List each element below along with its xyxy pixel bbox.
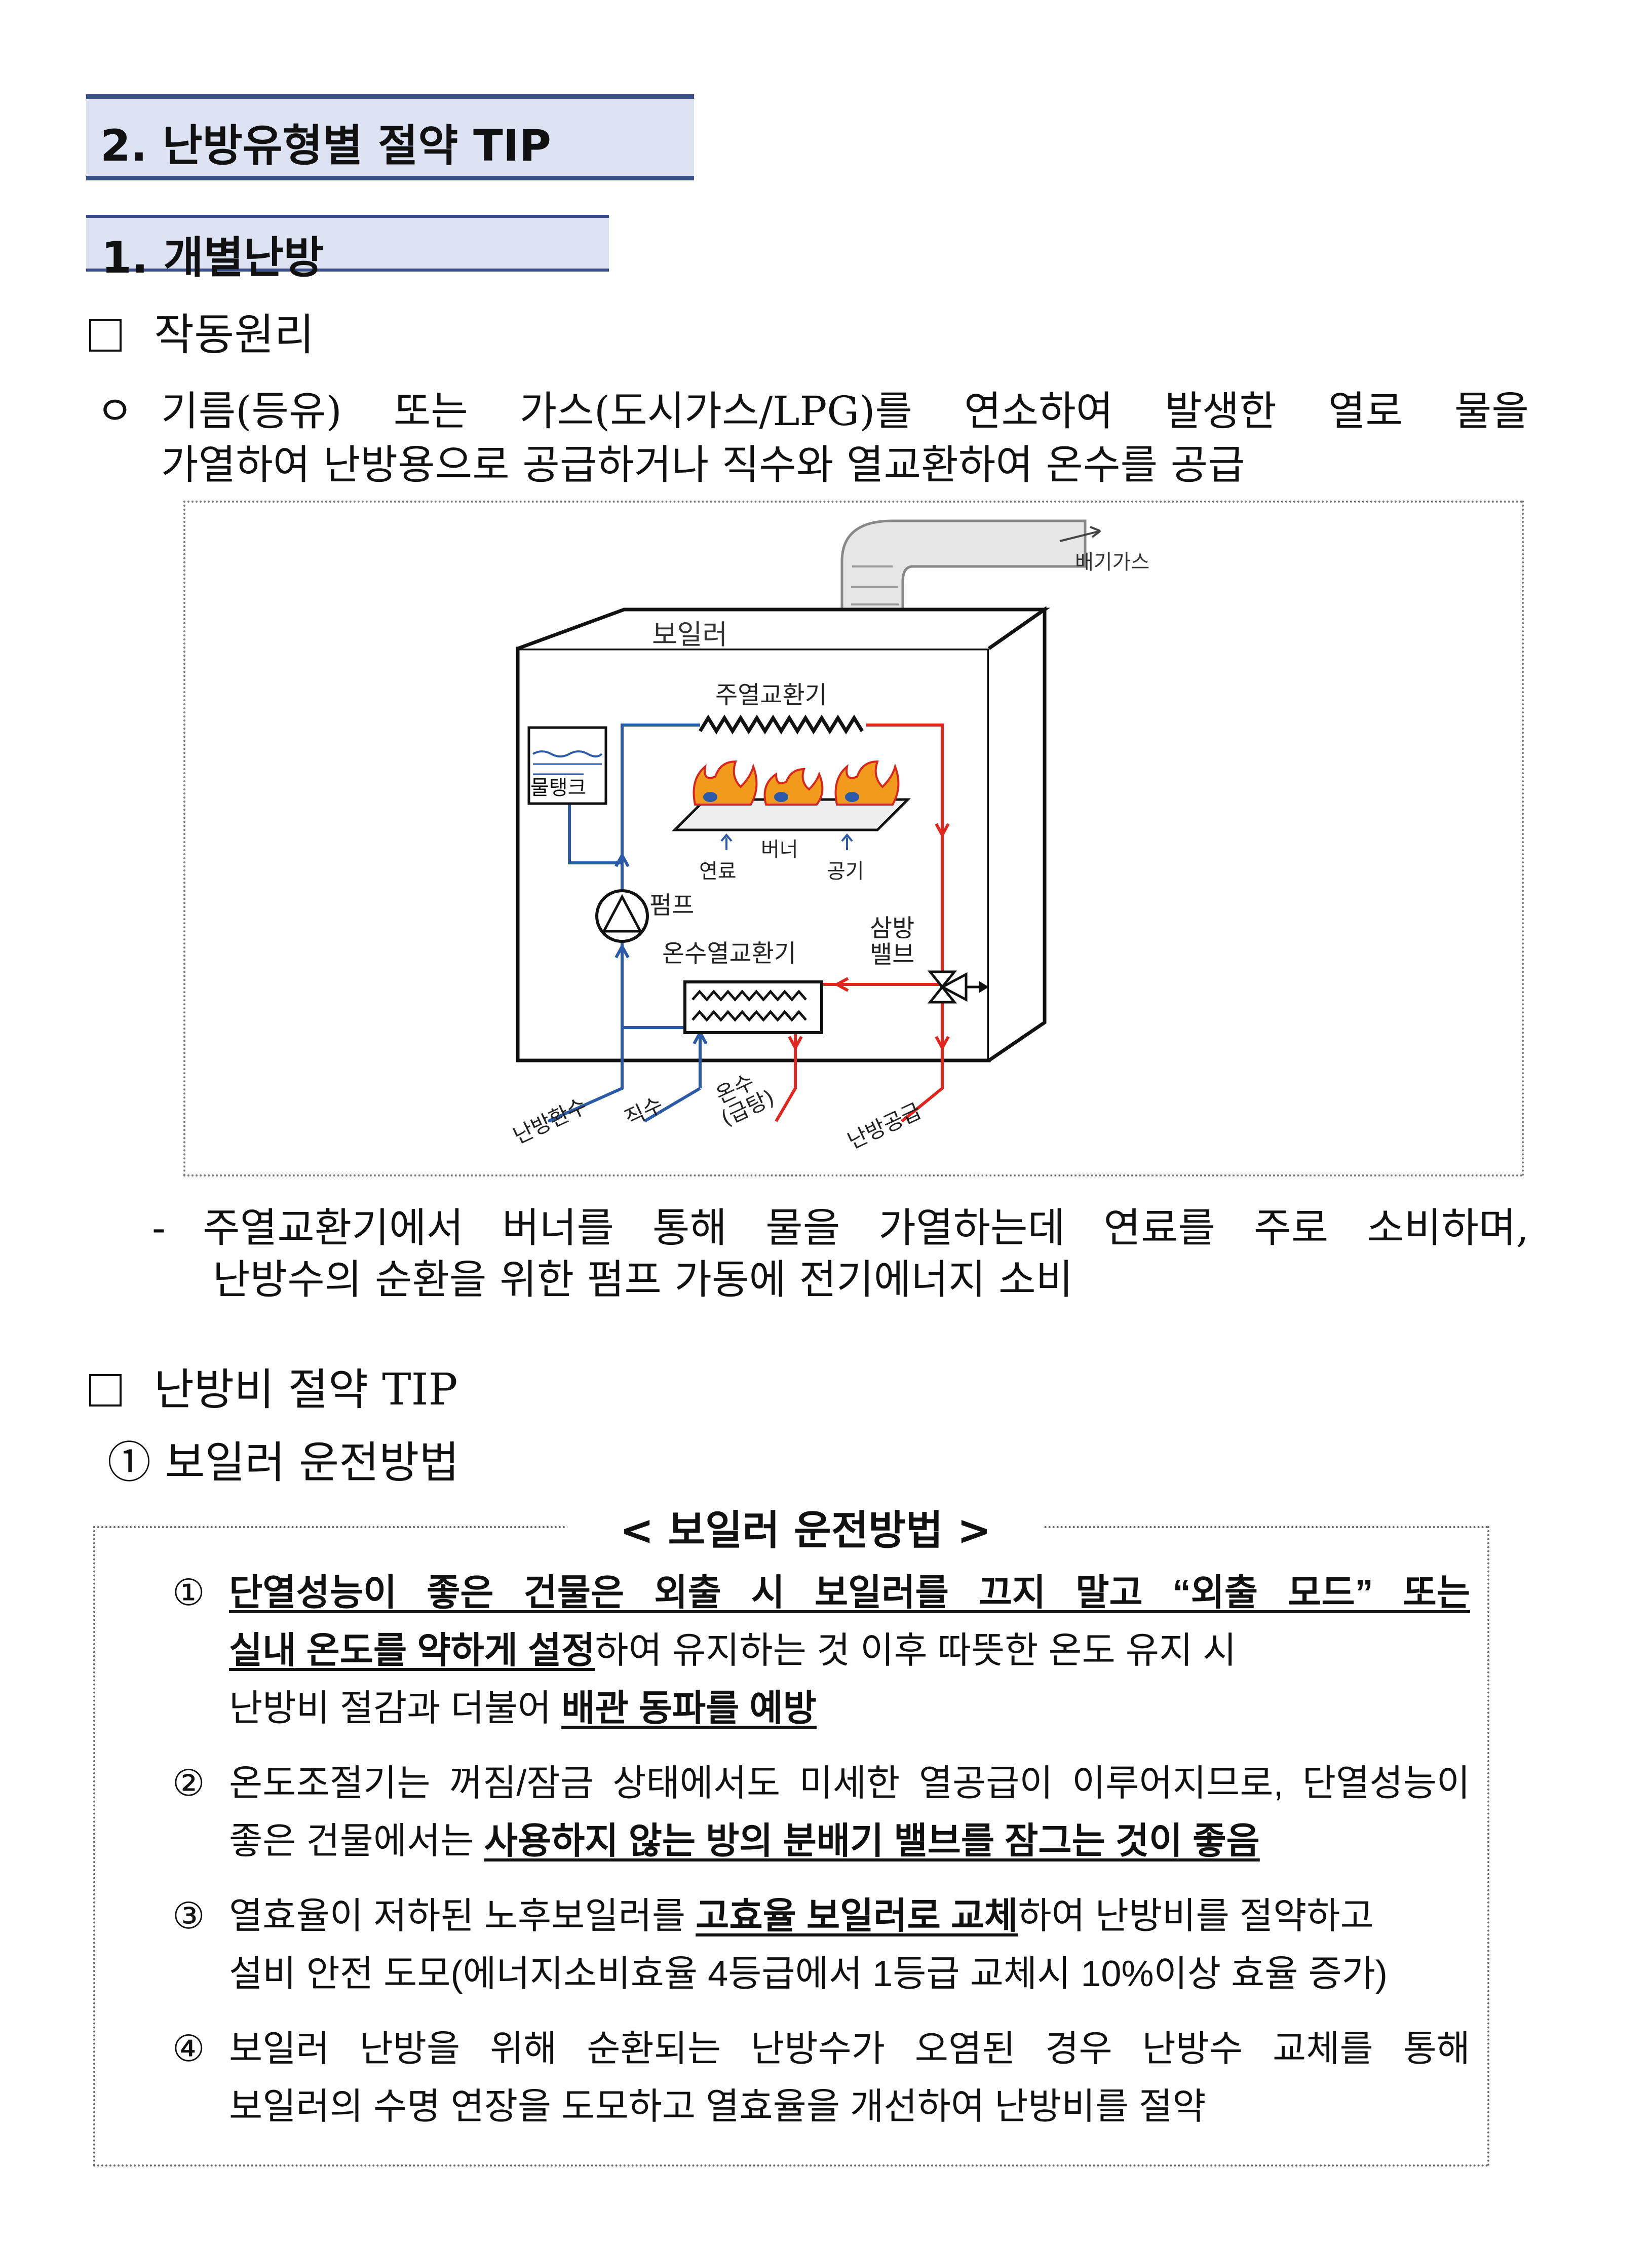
- label-direct-water: 직수: [621, 1092, 667, 1131]
- label-exhaust: 배기가스: [1075, 551, 1149, 574]
- note-line-1: 주열교환기에서 버너를 통해 물을 가열하는데 연료를 주로 소비하며,: [203, 1204, 1529, 1251]
- cold-pipes: [547, 724, 708, 1123]
- tip-4-line-1: 보일러 난방을 위해 순환되는 난방수가 오염된 경우 난방수 교체를 통해: [229, 2029, 1470, 2069]
- main-heading: 2. 난방유형별 절약 TIP: [86, 94, 694, 180]
- boiler-box: [516, 606, 1051, 1062]
- exhaust-arrow-icon: [1059, 526, 1101, 542]
- label-heating-supply: 난방공급: [844, 1098, 926, 1154]
- label-water-tank: 물탱크: [530, 776, 586, 800]
- para-line-1: 기름(등유) 또는 가스(도시가스/LPG)를 연소하여 발생한 열로 물을: [161, 388, 1529, 435]
- tip-2-number: ②: [172, 1763, 205, 1804]
- label-fuel: 연료: [699, 860, 737, 883]
- air-arrow-icon: [841, 833, 853, 850]
- pump-icon: [595, 889, 649, 943]
- label-boiler: 보일러: [652, 619, 727, 651]
- burner-icon: [671, 760, 911, 831]
- sub-heading-text: 1. 개별난방: [101, 233, 324, 283]
- fuel-arrow-icon: [720, 833, 733, 850]
- tip-1-line-3: 난방비 절감과 더불어 배관 동파를 예방: [229, 1688, 817, 1729]
- tip-1-line-2: 실내 온도를 약하게 설정하여 유지하는 것 이후 따뜻한 온도 유지 시: [229, 1630, 1237, 1671]
- tip-box-title: < 보일러 운전방법 >: [567, 1508, 1044, 1553]
- label-three-way-2: 밸브: [870, 940, 914, 969]
- flame-icon: [693, 760, 900, 806]
- section1-title: 작동원리: [154, 310, 315, 360]
- three-way-valve-icon: [927, 970, 989, 1004]
- checkbox-icon: [89, 319, 122, 352]
- label-burner: 버너: [761, 838, 798, 861]
- section2-sub: ① 보일러 운전방법: [107, 1437, 459, 1488]
- main-hx-coil-icon: [699, 714, 864, 735]
- exhaust-pipe-icon: [840, 519, 1087, 623]
- label-main-hx: 주열교환기: [715, 681, 827, 709]
- section2-title: 난방비 절약 TIP: [154, 1364, 458, 1415]
- tip-4-line-2: 보일러의 수명 연장을 도모하고 열효율을 개선하여 난방비를 절약: [229, 2086, 1206, 2127]
- bullet-marker: ㅇ: [96, 388, 134, 435]
- boiler-diagram-frame: [183, 501, 1524, 1176]
- note-dash: -: [152, 1204, 166, 1251]
- label-hot-water-hx: 온수열교환기: [662, 939, 796, 968]
- hot-water-hx-icon: [683, 980, 823, 1034]
- hot-pipes: [775, 724, 950, 1123]
- tip-3-line-1: 열효율이 저하된 노후보일러를 고효율 보일러로 교체하여 난방비를 절약하고: [229, 1896, 1374, 1936]
- note-line-2: 난방수의 순환을 위한 펌프 가동에 전기에너지 소비: [213, 1256, 1073, 1303]
- tip-1-line-1: 단열성능이 좋은 건물은 외출 시 보일러를 끄지 말고 “외출 모드” 또는: [229, 1573, 1470, 1613]
- tip-3-line-2: 설비 안전 도모(에너지소비효율 4등급에서 1등급 교체시 10%이상 효율 …: [229, 1954, 1388, 1994]
- tip-2-line-2: 좋은 건물에서는 사용하지 않는 방의 분배기 밸브를 잠그는 것이 좋음: [229, 1821, 1260, 1861]
- checkbox-icon: [89, 1374, 122, 1407]
- main-heading-text: 2. 난방유형별 절약 TIP: [100, 121, 551, 171]
- tip-4-number: ④: [172, 2029, 205, 2069]
- label-three-way-1: 삼방: [870, 914, 914, 942]
- tip-3-number: ③: [172, 1896, 205, 1936]
- tip-2-line-1: 온도조절기는 꺼짐/잠금 상태에서도 미세한 열공급이 이루어지므로, 단열성능…: [229, 1763, 1470, 1804]
- label-air: 공기: [827, 860, 864, 883]
- water-tank-icon: [527, 726, 607, 805]
- label-heating-return: 난방환수: [510, 1093, 591, 1149]
- label-pump: 펌프: [649, 891, 694, 920]
- para-line-2: 가열하여 난방용으로 공급하거나 직수와 열교환하여 온수를 공급: [161, 441, 1245, 488]
- boiler-diagram: 배기가스 보일러 주열교환기 물탱크: [510, 519, 1149, 1154]
- tip-1-number: ①: [172, 1573, 205, 1613]
- sub-heading: 1. 개별난방: [86, 215, 609, 283]
